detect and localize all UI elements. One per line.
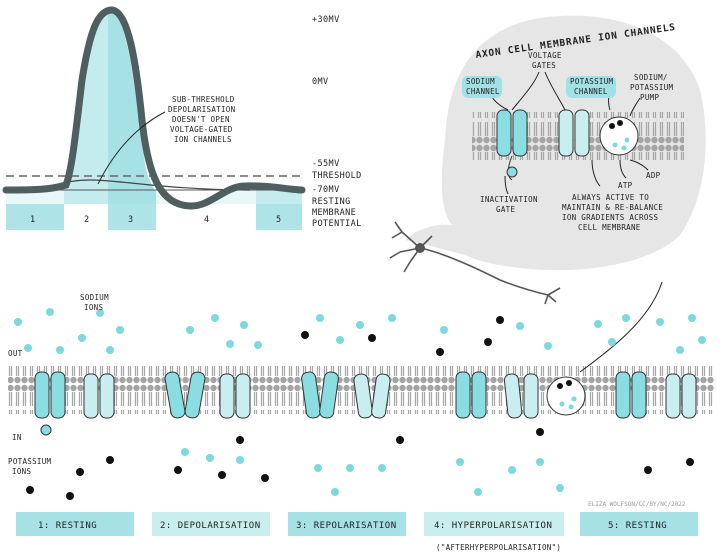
pump-label-1: SODIUM/	[634, 73, 668, 82]
voltage-label-0: 0MV	[312, 77, 329, 87]
resting-label-line3: POTENTIAL	[312, 219, 362, 229]
stage-4-note: ("AFTERHYPERPOLARISATION")	[436, 543, 561, 552]
pump-note-3: ION GRADIENTS ACROSS	[562, 213, 658, 222]
phase-number-3: 3	[128, 215, 134, 225]
pump-label-3: PUMP	[640, 93, 659, 102]
adp-label: ADP	[646, 171, 661, 180]
inactivation-gate-label-1: INACTIVATION	[480, 195, 538, 204]
callout-line-3: DOESN'T OPEN	[172, 115, 230, 124]
phase-number-5: 5	[276, 215, 282, 225]
credit: ELIZA WOLFSON/CC/BY/NC/2022	[588, 501, 686, 508]
phase-number-2: 2	[84, 215, 90, 225]
stage-2-label: 2: DEPOLARISATION	[160, 521, 261, 531]
stage-5-label: 5: RESTING	[608, 521, 667, 531]
potassium-channel-label-2: CHANNEL	[574, 87, 608, 96]
stage-3-label: 3: REPOLARISATION	[296, 521, 397, 531]
callout-line-2: DEPOLARISATION	[168, 105, 235, 114]
voltage-label-plus30: +30MV	[312, 15, 340, 25]
stage-1-label: 1: RESTING	[38, 521, 97, 531]
inactivation-gate-label-2: GATE	[496, 205, 515, 214]
sodium-channel-label-1: SODIUM	[466, 77, 495, 86]
atp-label: ATP	[618, 181, 633, 190]
phase-number-1: 1	[30, 215, 36, 225]
out-label: OUT	[8, 349, 23, 358]
resting-label-line1: RESTING	[312, 197, 351, 207]
potassium-channel-label-1: POTASSIUM	[570, 77, 614, 86]
phase-number-4: 4	[204, 215, 210, 225]
callout-line-5: ION CHANNELS	[174, 135, 232, 144]
sodium-ions-label-1: SODIUM	[80, 293, 109, 302]
inset-title: AXON CELL MEMBRANE ION CHANNELS	[475, 22, 677, 61]
in-label: IN	[12, 433, 22, 442]
threshold-label: THRESHOLD	[312, 171, 362, 181]
voltage-label-minus70: -70MV	[312, 185, 340, 195]
pump-note-2: MAINTAIN & RE-BALANCE	[562, 203, 663, 212]
potassium-ions-label-1: POTASSIUM	[8, 457, 52, 466]
sodium-ions-label-2: IONS	[84, 303, 103, 312]
voltage-label-minus55: -55MV	[312, 159, 340, 169]
pump-label-2: POTASSIUM	[630, 83, 674, 92]
stage-4-label: 4: HYPERPOLARISATION	[434, 521, 552, 531]
sodium-channel-label-2: CHANNEL	[466, 87, 500, 96]
pump-note-1: ALWAYS ACTIVE TO	[572, 193, 649, 202]
callout-line-4: VOLTAGE-GATED	[170, 125, 233, 134]
resting-label-line2: MEMBRANE	[312, 208, 356, 218]
pump-note-4: CELL MEMBRANE	[578, 223, 641, 232]
voltage-gates-line1: VOLTAGE	[528, 51, 562, 60]
potassium-ions-label-2: IONS	[12, 467, 31, 476]
callout-line-1: SUB-THRESHOLD	[172, 95, 235, 104]
voltage-gates-line2: GATES	[532, 61, 556, 70]
